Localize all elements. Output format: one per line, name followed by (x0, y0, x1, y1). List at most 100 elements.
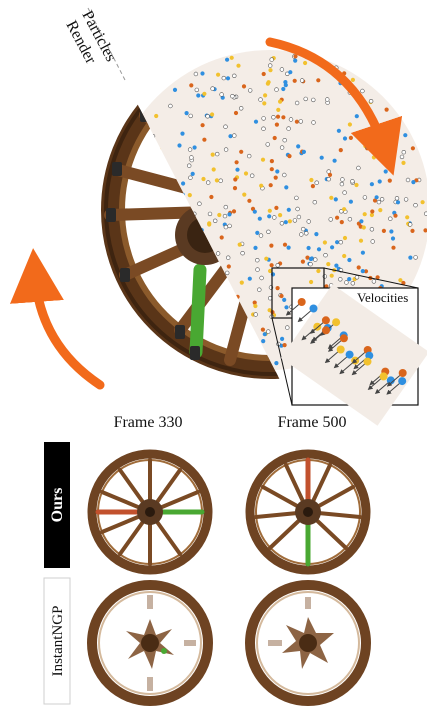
particle (408, 255, 413, 260)
particle (128, 225, 133, 230)
particle (370, 209, 375, 214)
particle (389, 229, 394, 234)
particle (324, 284, 329, 289)
particle (131, 184, 136, 189)
particle (188, 288, 193, 293)
particle (296, 214, 302, 220)
particle (268, 183, 273, 188)
particle (362, 212, 367, 217)
particle (262, 101, 267, 106)
particle (360, 250, 365, 255)
particle (326, 177, 331, 182)
particle (180, 131, 185, 136)
particle (165, 167, 170, 172)
particle (192, 145, 197, 150)
particle (263, 93, 268, 98)
particle (311, 120, 316, 125)
particle (312, 200, 317, 205)
particle (334, 263, 339, 268)
particle (174, 281, 179, 287)
particle (253, 312, 258, 317)
particle (398, 278, 403, 283)
particle (288, 70, 293, 75)
particle (223, 147, 229, 152)
particle (260, 327, 265, 332)
column-header-frame-330: Frame 330 (114, 414, 183, 431)
particle (411, 180, 416, 185)
particle (225, 57, 230, 62)
particle (150, 241, 155, 246)
particle (210, 112, 215, 117)
particle (350, 179, 355, 184)
particle (236, 63, 241, 68)
particle (401, 150, 406, 155)
particle (215, 151, 220, 157)
particle (194, 87, 200, 93)
particle (390, 236, 396, 241)
particle (261, 116, 266, 121)
particle (342, 136, 348, 141)
particle (275, 286, 280, 291)
particle (234, 160, 239, 165)
velocity-particle (321, 316, 330, 325)
particle (293, 54, 298, 59)
particle (371, 279, 377, 284)
particle (177, 143, 182, 148)
particle (401, 280, 406, 286)
particle (308, 256, 313, 262)
particle (165, 228, 170, 233)
particle (350, 77, 355, 82)
particle (257, 216, 262, 221)
particle (215, 251, 221, 256)
particle (395, 200, 401, 205)
particle (269, 57, 274, 62)
particle (374, 195, 379, 200)
particle (295, 206, 300, 212)
particle (285, 325, 290, 330)
particle (147, 220, 152, 226)
particle (306, 245, 311, 251)
particle (410, 146, 415, 151)
particle (282, 297, 287, 302)
particle (239, 149, 244, 154)
particle (207, 211, 213, 217)
particle (387, 178, 392, 183)
particle (147, 164, 152, 169)
particle (239, 280, 244, 285)
particle (274, 87, 279, 92)
particle (294, 100, 300, 106)
particle (148, 190, 153, 195)
particle (156, 147, 161, 152)
particle (413, 203, 418, 208)
particle (282, 172, 287, 178)
particle (235, 167, 240, 172)
particle (259, 183, 264, 188)
particle (405, 177, 411, 183)
particle (364, 144, 370, 150)
particle (231, 209, 237, 214)
row-label-instantngp: InstantNGP (50, 606, 66, 677)
particle (279, 221, 285, 226)
particle (272, 135, 277, 141)
particle (172, 220, 177, 225)
particle (305, 255, 310, 260)
particle (190, 171, 195, 176)
particle (175, 306, 180, 311)
particle (149, 135, 154, 140)
particle (269, 159, 274, 164)
particle (255, 230, 260, 235)
velocity-particle (297, 298, 306, 306)
particle (325, 97, 330, 102)
particle (381, 228, 386, 233)
particle (151, 275, 156, 280)
particle (303, 60, 308, 66)
velocities-label: Velocities (357, 290, 408, 305)
particle (369, 182, 374, 187)
particle (168, 239, 173, 244)
particle (210, 152, 215, 157)
particle (371, 155, 376, 160)
particle (145, 156, 151, 161)
particle (274, 122, 279, 127)
column-header-frame-500: Frame 500 (278, 414, 347, 431)
particle (301, 226, 306, 232)
